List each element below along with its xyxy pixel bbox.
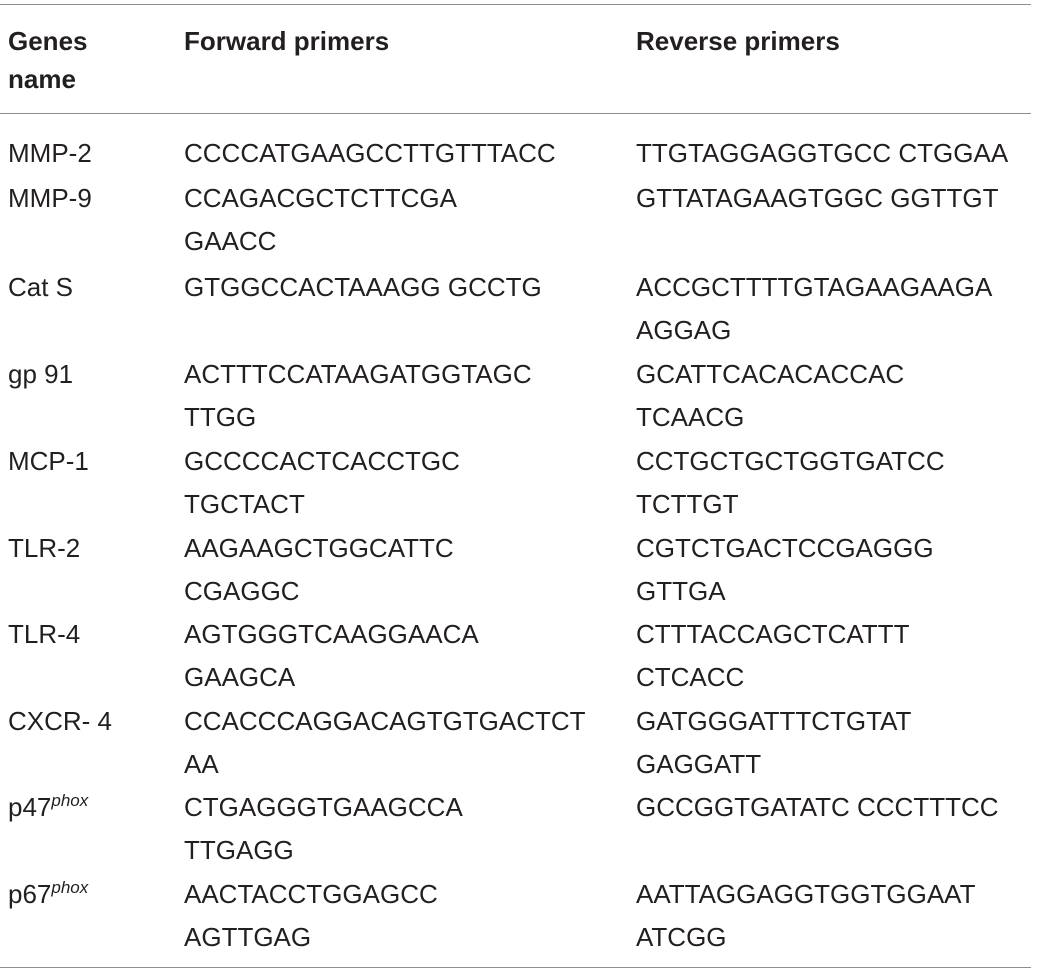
- gene-name: TLR-4: [8, 619, 81, 649]
- table-row: p47phox CTGAGGGTGAAGCCA TTGAGG GCCGGTGAT…: [0, 786, 1031, 873]
- gene-name: MCP-1: [8, 446, 89, 476]
- gene-name-cell: CXCR- 4: [8, 700, 178, 743]
- header-reverse-primers: Reverse primers: [636, 26, 840, 56]
- gene-name-cell: TLR-4: [8, 613, 178, 656]
- gene-name: MMP-9: [8, 183, 92, 213]
- forward-primer-cell: ACTTTCCATAAGATGGTAGC TTGG: [184, 359, 532, 432]
- table-row: CXCR- 4 CCACCCAGGACAGTGTGACTCT AA GATGGG…: [0, 700, 1031, 786]
- table-header-row: Genes name Forward primers Reverse prime…: [0, 22, 1031, 102]
- forward-primer-cell: AACTACCTGGAGCC AGTTGAG: [184, 879, 438, 952]
- header-genes-name: Genes name: [8, 26, 88, 94]
- reverse-primer-cell: GATGGGATTTCTGTAT GAGGATT: [636, 706, 912, 779]
- table-row: p67phox AACTACCTGGAGCC AGTTGAG AATTAGGAG…: [0, 873, 1031, 960]
- gene-name: p47: [8, 792, 52, 822]
- gene-name-cell: p47phox: [8, 786, 178, 829]
- reverse-primer-cell: TTGTAGGAGGTGCC CTGGAA: [636, 138, 1009, 168]
- forward-primer-cell: CCACCCAGGACAGTGTGACTCT AA: [184, 706, 586, 779]
- table-body: MMP-2 CCCCATGAAGCCTTGTTTACC TTGTAGGAGGTG…: [0, 132, 1031, 960]
- gene-name: gp 91: [8, 359, 74, 389]
- gene-name: Cat S: [8, 272, 74, 302]
- gene-name: MMP-2: [8, 138, 92, 168]
- gene-name-cell: gp 91: [8, 353, 178, 396]
- table-header-rule: [0, 113, 1031, 114]
- table-bottom-rule: [0, 967, 1031, 968]
- table-row: TLR-2 AAGAAGCTGGCATTC CGAGGC CGTCTGACTCC…: [0, 527, 1031, 613]
- table-row: TLR-4 AGTGGGTCAAGGAACA GAAGCA CTTTACCAGC…: [0, 613, 1031, 700]
- reverse-primer-cell: CTTTACCAGCTCATTT CTCACC: [636, 619, 910, 692]
- reverse-primer-cell: CGTCTGACTCCGAGGG GTTGA: [636, 533, 934, 606]
- gene-name-cell: MCP-1: [8, 440, 178, 483]
- forward-primer-cell: CTGAGGGTGAAGCCA TTGAGG: [184, 792, 463, 865]
- forward-primer-cell: GCCCCACTCACCTGC TGCTACT: [184, 446, 460, 519]
- gene-name-cell: MMP-9: [8, 177, 178, 220]
- header-forward-primers: Forward primers: [184, 26, 390, 56]
- table-row: MCP-1 GCCCCACTCACCTGC TGCTACT CCTGCTGCTG…: [0, 440, 1031, 527]
- reverse-primer-cell: GTTATAGAAGTGGC GGTTGT: [636, 183, 999, 213]
- gene-name-cell: Cat S: [8, 266, 178, 309]
- table-row: gp 91 ACTTTCCATAAGATGGTAGC TTGG GCATTCAC…: [0, 353, 1031, 440]
- gene-name: TLR-2: [8, 533, 81, 563]
- gene-name-cell: p67phox: [8, 873, 178, 916]
- gene-name-cell: MMP-2: [8, 132, 178, 175]
- gene-name: p67: [8, 879, 52, 909]
- forward-primer-cell: CCCCATGAAGCCTTGTTTACC: [184, 138, 556, 168]
- forward-primer-cell: CCAGACGCTCTTCGA GAACC: [184, 183, 457, 256]
- gene-name: CXCR- 4: [8, 706, 113, 736]
- reverse-primer-cell: CCTGCTGCTGGTGATCC TCTTGT: [636, 446, 945, 519]
- gene-superscript: phox: [51, 878, 89, 897]
- gene-superscript: phox: [51, 791, 89, 810]
- forward-primer-cell: GTGGCCACTAAAGG GCCTG: [184, 272, 542, 302]
- gene-name-cell: TLR-2: [8, 527, 178, 570]
- table-row: MMP-9 CCAGACGCTCTTCGA GAACC GTTATAGAAGTG…: [0, 177, 1031, 266]
- table-row: Cat S GTGGCCACTAAAGG GCCTG ACCGCTTTTGTAG…: [0, 266, 1031, 353]
- reverse-primer-cell: ACCGCTTTTGTAGAAGAAGA AGGAG: [636, 272, 993, 345]
- reverse-primer-cell: AATTAGGAGGTGGTGGAAT ATCGG: [636, 879, 976, 952]
- forward-primer-cell: AGTGGGTCAAGGAACA GAAGCA: [184, 619, 479, 692]
- table-top-rule: [0, 4, 1031, 5]
- reverse-primer-cell: GCATTCACACACCAC TCAACG: [636, 359, 905, 432]
- forward-primer-cell: AAGAAGCTGGCATTC CGAGGC: [184, 533, 454, 606]
- table-row: MMP-2 CCCCATGAAGCCTTGTTTACC TTGTAGGAGGTG…: [0, 132, 1031, 177]
- reverse-primer-cell: GCCGGTGATATC CCCTTTCC: [636, 792, 999, 822]
